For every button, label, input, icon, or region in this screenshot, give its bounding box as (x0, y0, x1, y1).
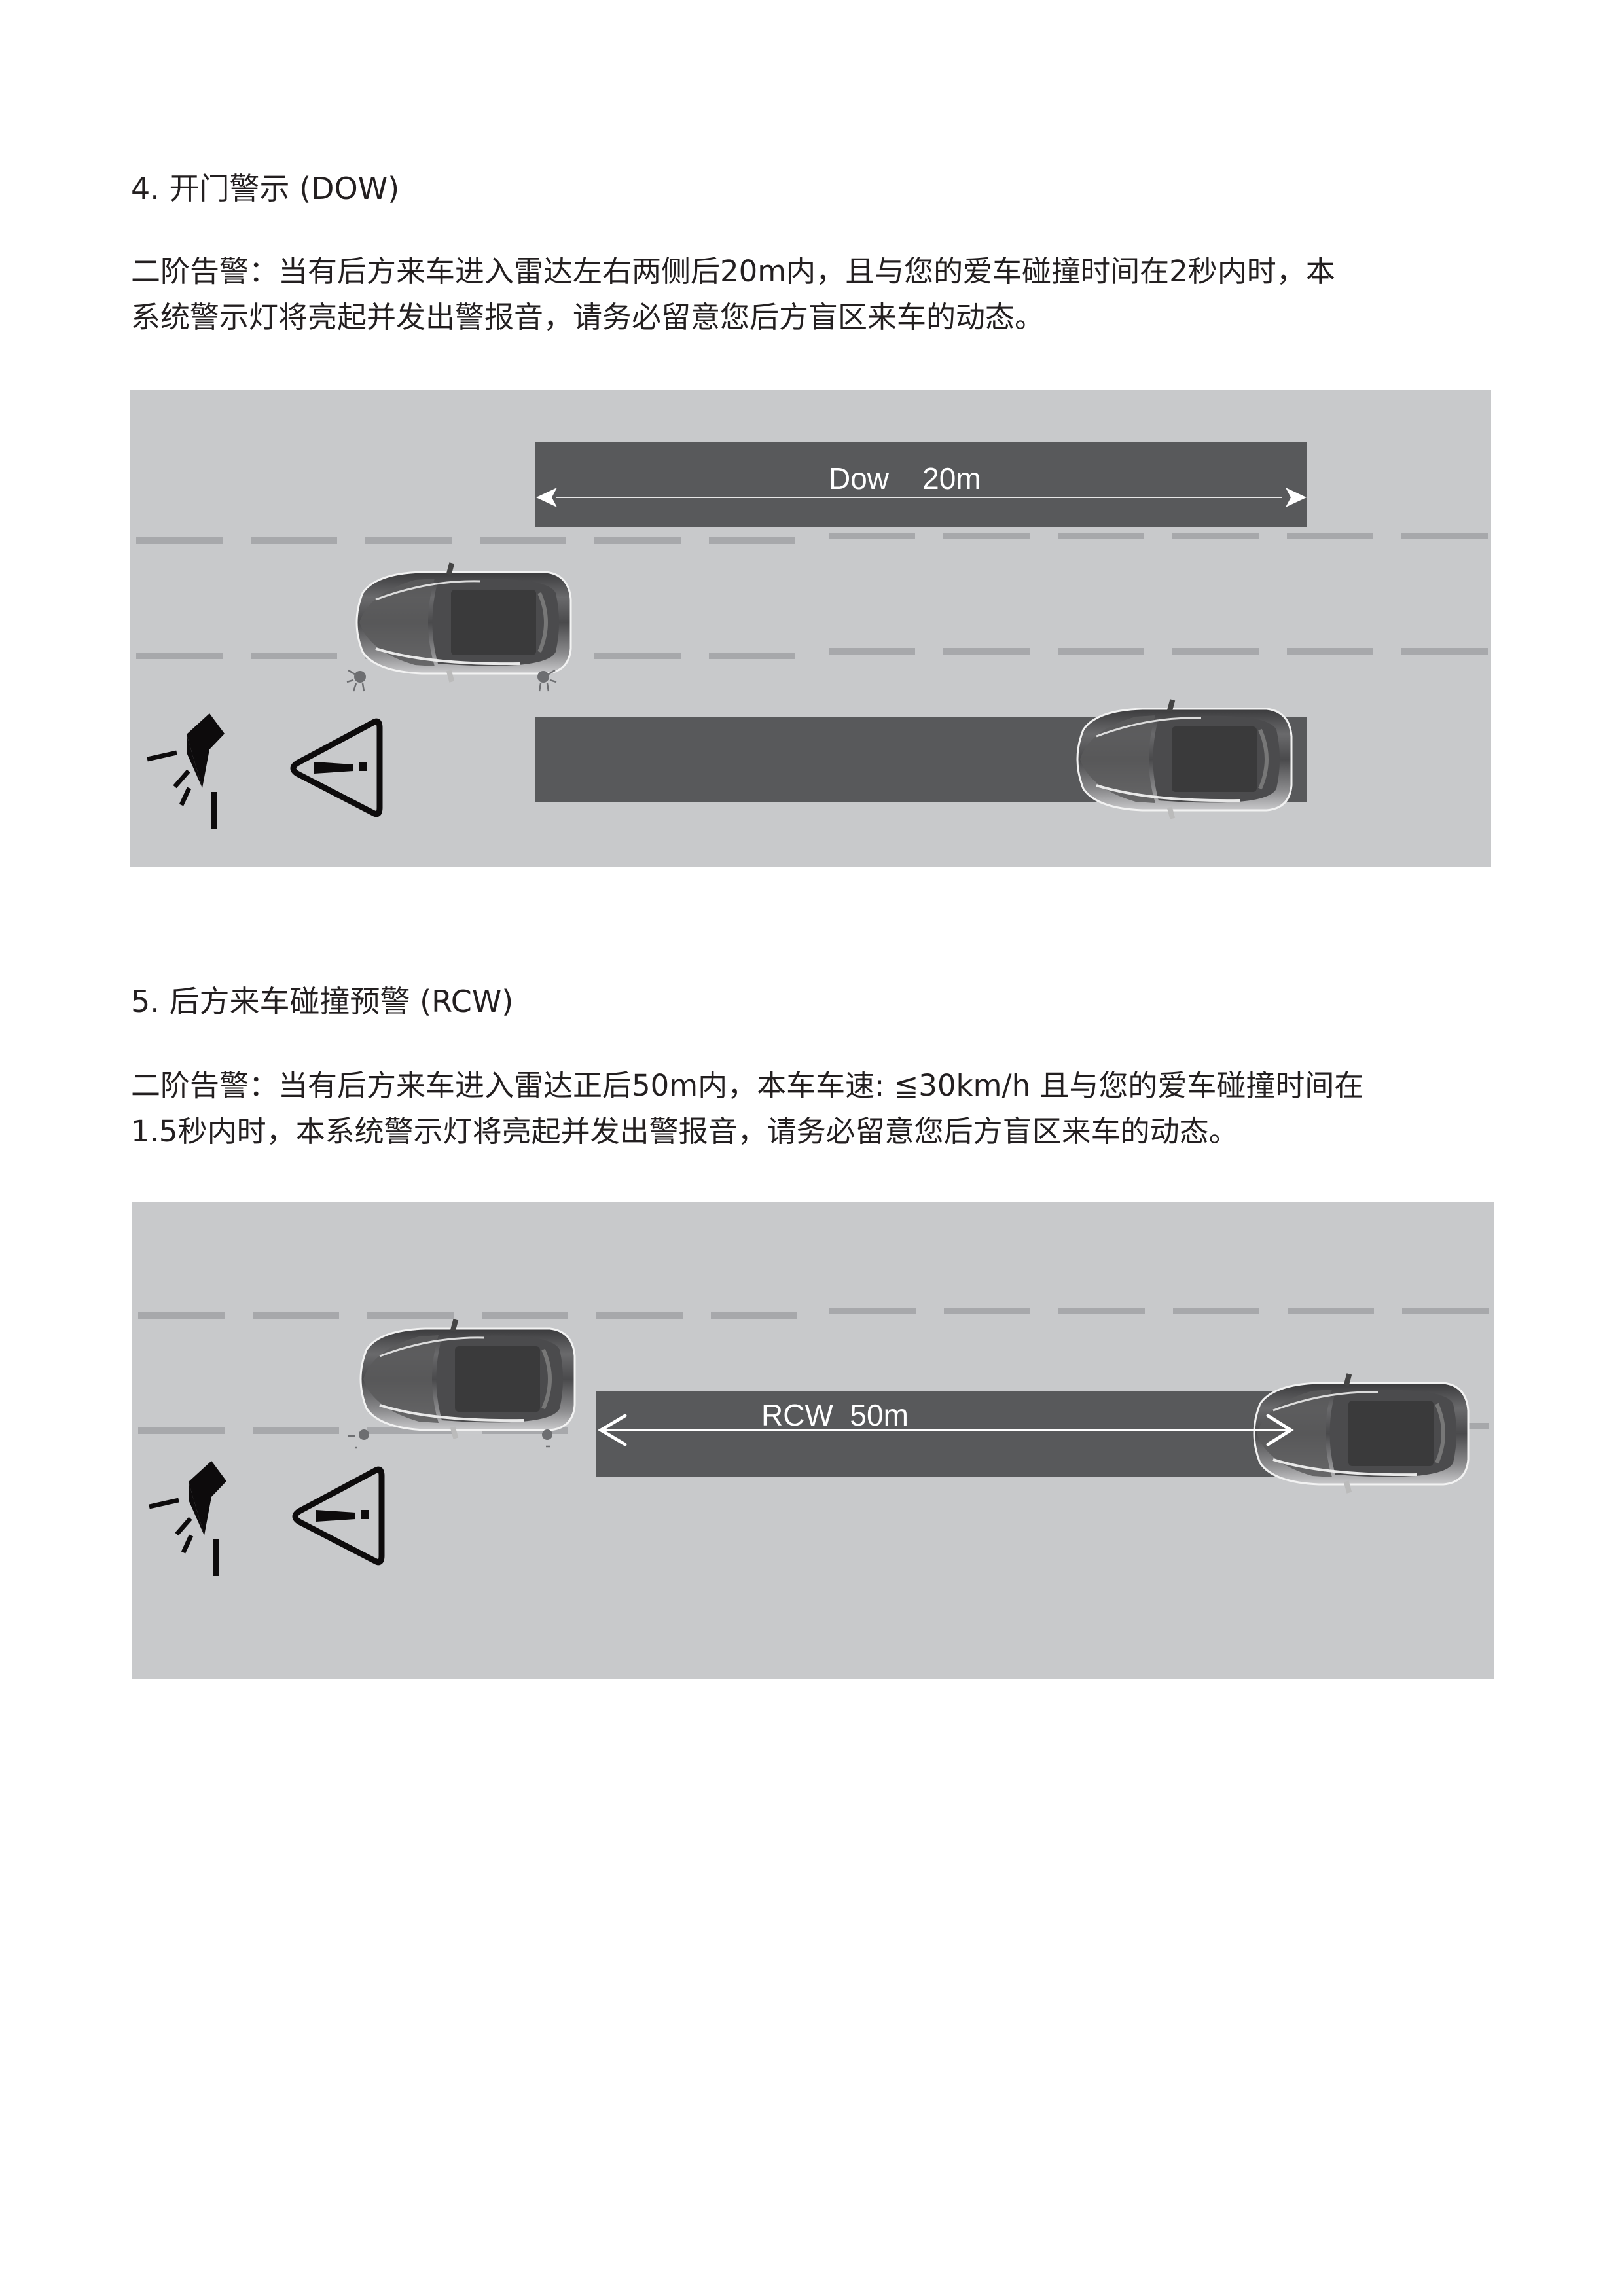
approaching-car (1077, 699, 1291, 819)
warning-lamp-icon (149, 1461, 228, 1576)
rcw-zone-label: RCW 50m (761, 1398, 909, 1432)
dow-zone-bar-top (535, 442, 1307, 527)
section-heading-rcw: 5. 后方来车碰撞预警 (RCW) (131, 984, 514, 1019)
own-car (346, 562, 571, 692)
own-car (348, 1319, 575, 1449)
rcw-description-line-2: 1.5秒内时，本系统警示灯将亮起并发出警报音，请务必留意您后方盲区来车的动态。 (131, 1114, 1238, 1149)
rcw-zone-bar (596, 1391, 1371, 1477)
warning-triangle-icon (291, 1465, 384, 1567)
section-heading-dow: 4. 开门警示 (DOW) (131, 171, 400, 206)
rcw-diagram: RCW 50m (132, 1202, 1494, 1679)
dow-diagram: Dow 20m (130, 390, 1491, 867)
warning-lamp-icon (147, 713, 226, 829)
dow-description-line-2: 系统警示灯将亮起并发出警报音，请务必留意您后方盲区来车的动态。 (131, 300, 1045, 334)
dow-zone-label: Dow 20m (829, 461, 981, 495)
rcw-description-line-1: 二阶告警：当有后方来车进入雷达正后50m内，本车车速: ≦30km/h 且与您的… (131, 1068, 1364, 1103)
dow-description-line-1: 二阶告警：当有后方来车进入雷达左右两侧后20m内，且与您的爱车碰撞时间在2秒内时… (131, 254, 1335, 289)
arrow-left-icon (536, 488, 557, 507)
arrow-right-icon (1286, 488, 1307, 507)
warning-triangle-icon (289, 717, 382, 819)
